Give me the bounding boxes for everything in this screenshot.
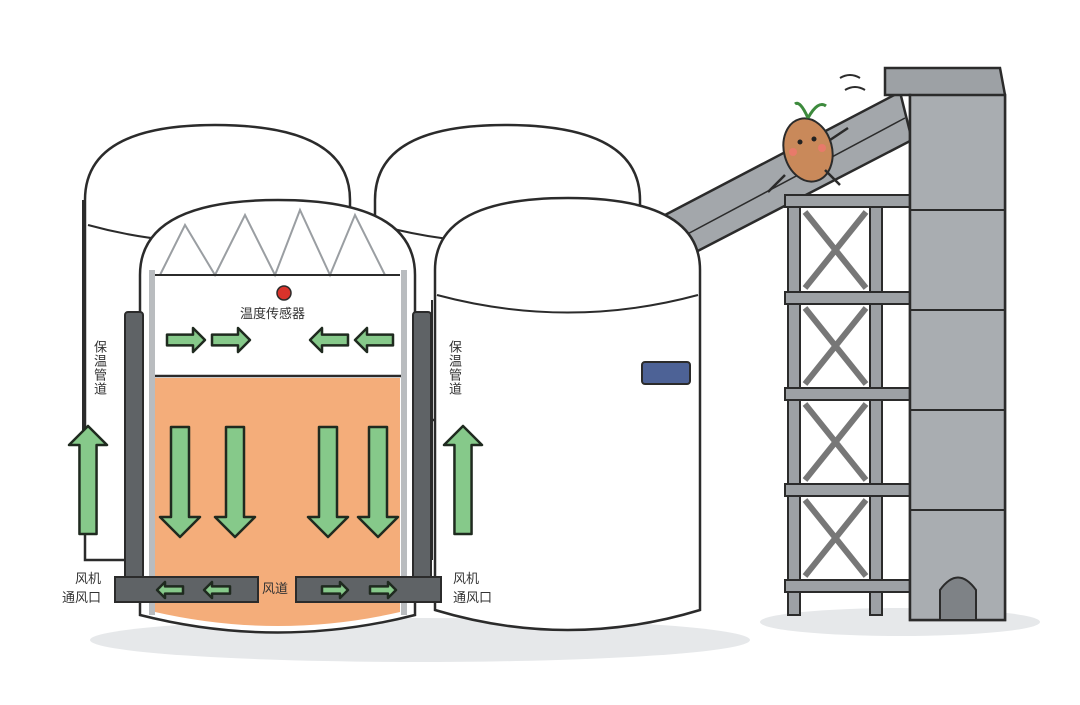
fan-vent-label-left-line2: 通风口 xyxy=(62,591,102,606)
air-duct-right xyxy=(295,576,442,603)
insulation-wall-right xyxy=(412,311,432,583)
arrow-up-icon xyxy=(442,424,484,536)
arrow-down-icon xyxy=(158,425,202,539)
arrow-right-icon xyxy=(165,326,207,354)
air-duct-left xyxy=(114,576,259,603)
insulation-wall-left xyxy=(124,311,144,583)
insulation-pipe-label-right: 保温管道 xyxy=(446,340,461,396)
front-silo-right xyxy=(433,196,702,632)
insulation-pipe-label-left: 保温管道 xyxy=(91,340,106,396)
fan-vent-label-right-line2: 通风口 xyxy=(453,591,493,606)
air-duct-label: 风道 xyxy=(262,582,289,597)
temperature-sensor-dot xyxy=(276,285,292,301)
scaffold-frame xyxy=(784,194,911,616)
fan-vent-label-left-line1: 风机 xyxy=(75,572,102,587)
airflow-arrows xyxy=(67,326,484,600)
motion-lines-icon xyxy=(839,74,866,91)
arrow-down-icon xyxy=(356,425,400,539)
arrow-right-icon xyxy=(320,580,350,600)
arrow-left-icon xyxy=(155,580,185,600)
arrow-left-icon xyxy=(202,580,232,600)
temperature-sensor-label: 温度传感器 xyxy=(240,307,306,322)
arrow-left-icon xyxy=(353,326,395,354)
tower-door xyxy=(939,576,977,621)
arrow-down-icon xyxy=(306,425,350,539)
mascot-character xyxy=(767,74,866,193)
grain-pile xyxy=(155,378,400,626)
arrow-right-icon xyxy=(368,580,398,600)
arrow-right-icon xyxy=(210,326,252,354)
vent-plate xyxy=(641,361,691,385)
arrow-left-icon xyxy=(308,326,350,354)
fan-vent-label-right-line1: 风机 xyxy=(453,572,480,587)
arrow-up-icon xyxy=(67,424,109,536)
arrow-down-icon xyxy=(213,425,257,539)
elevator-tower xyxy=(883,66,1007,622)
